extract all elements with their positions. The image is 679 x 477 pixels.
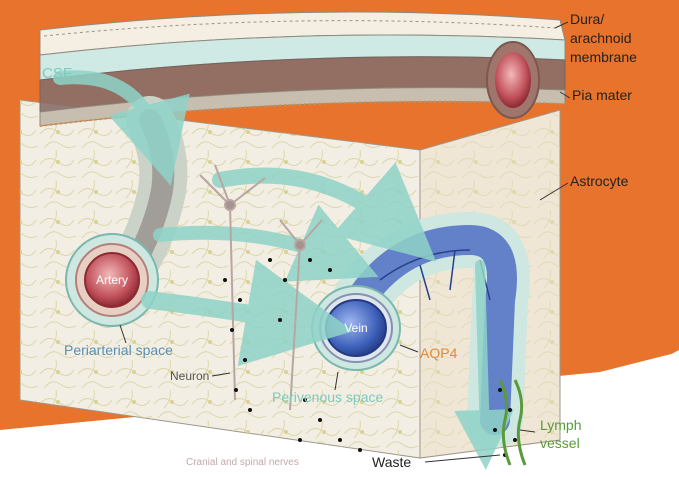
label-periarterial-space: Periarterial space: [64, 342, 173, 358]
label-csf: CSF: [42, 65, 72, 82]
label-aqp4: AQP4: [420, 345, 458, 361]
label-dura-3: membrane: [570, 49, 637, 65]
label-lymph-2: vessel: [540, 435, 580, 451]
label-artery: Artery: [96, 273, 128, 287]
label-pia-mater: Pia mater: [572, 87, 632, 103]
label-dura-2: arachnoid: [570, 30, 632, 46]
label-astrocyte: Astrocyte: [570, 173, 629, 189]
label-vein: Vein: [344, 321, 367, 335]
label-waste: Waste: [372, 454, 411, 470]
label-neuron: Neuron: [170, 369, 209, 383]
meningeal-vessel: [487, 42, 539, 118]
label-lymph-1: Lymph: [540, 417, 582, 433]
label-dura-1: Dura/: [570, 11, 604, 27]
label-cranial-nerves: Cranial and spinal nerves: [186, 457, 299, 468]
label-perivenous-space: Perivenous space: [272, 389, 384, 405]
